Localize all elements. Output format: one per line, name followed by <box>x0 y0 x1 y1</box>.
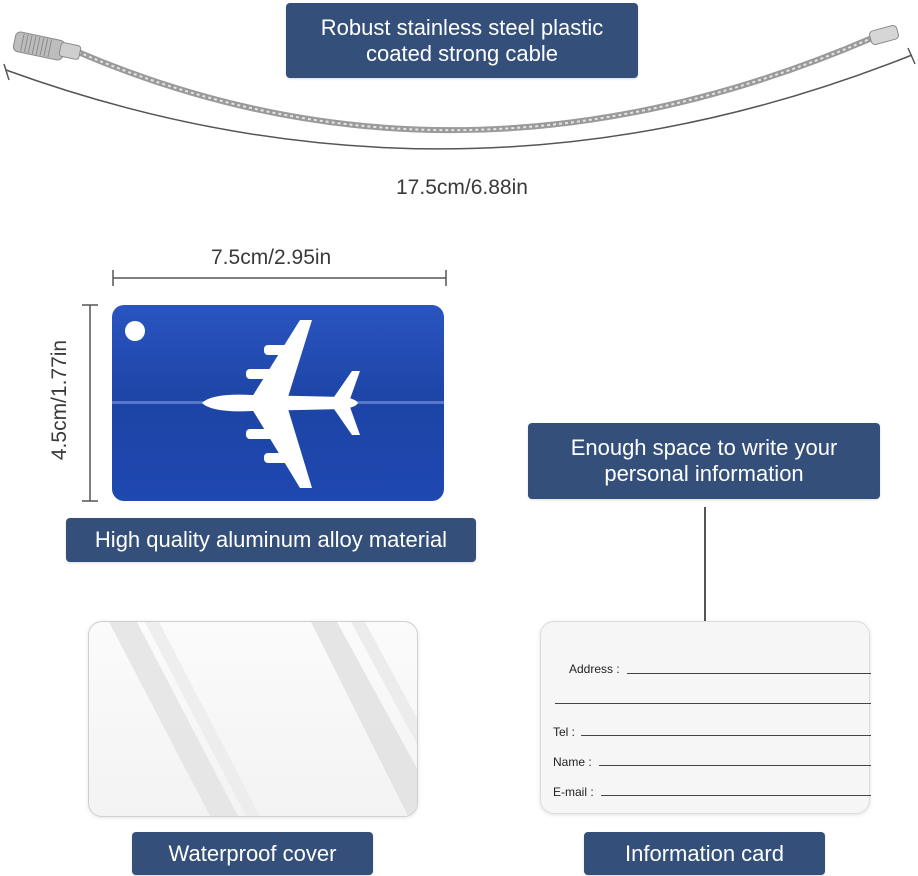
steel-cable-illustration <box>3 25 916 150</box>
tag-height-text: 4.5cm/1.77in <box>48 339 71 461</box>
cable-length-arc <box>5 54 913 150</box>
callout-pointer-line <box>704 507 706 645</box>
email-line <box>601 795 871 796</box>
cable-length-text: 17.5cm/6.88in <box>396 176 528 199</box>
waterproof-cover-label: Waterproof cover <box>132 832 373 875</box>
airplane-icon <box>202 320 360 488</box>
tag-width-dimension-line <box>112 270 447 286</box>
cable-label-line1: Robust stainless steel plastic <box>320 14 604 40</box>
aluminum-luggage-tag <box>112 305 444 501</box>
address-field-label: Address : <box>569 662 620 676</box>
callout-line2: personal information <box>604 461 804 486</box>
address-line-2 <box>555 703 871 704</box>
name-field-label: Name : <box>553 755 592 769</box>
tel-field-label: Tel : <box>553 725 576 739</box>
tag-height-dimension-line <box>82 304 98 502</box>
email-field-label: E-mail : <box>553 785 594 799</box>
address-line <box>627 673 871 674</box>
information-card: Address : Tel : Name : E-mail : <box>540 621 871 814</box>
tag-hole <box>125 321 145 341</box>
personal-info-callout: Enough space to write your personal info… <box>528 423 880 499</box>
screw-connector-icon <box>12 31 82 61</box>
tag-width-text: 7.5cm/2.95in <box>211 246 332 269</box>
cable-end-cap-icon <box>869 25 899 45</box>
information-card-label: Information card <box>584 832 825 875</box>
material-label: High quality aluminum alloy material <box>66 518 476 562</box>
waterproof-cover <box>88 621 418 817</box>
cable-label: Robust stainless steel plastic coated st… <box>286 3 638 78</box>
callout-line1: Enough space to write your <box>570 435 838 460</box>
cable-label-line2: coated strong cable <box>365 40 559 66</box>
tel-line <box>581 735 871 736</box>
cover-reflection-graphic <box>109 622 417 816</box>
name-line <box>599 765 871 766</box>
